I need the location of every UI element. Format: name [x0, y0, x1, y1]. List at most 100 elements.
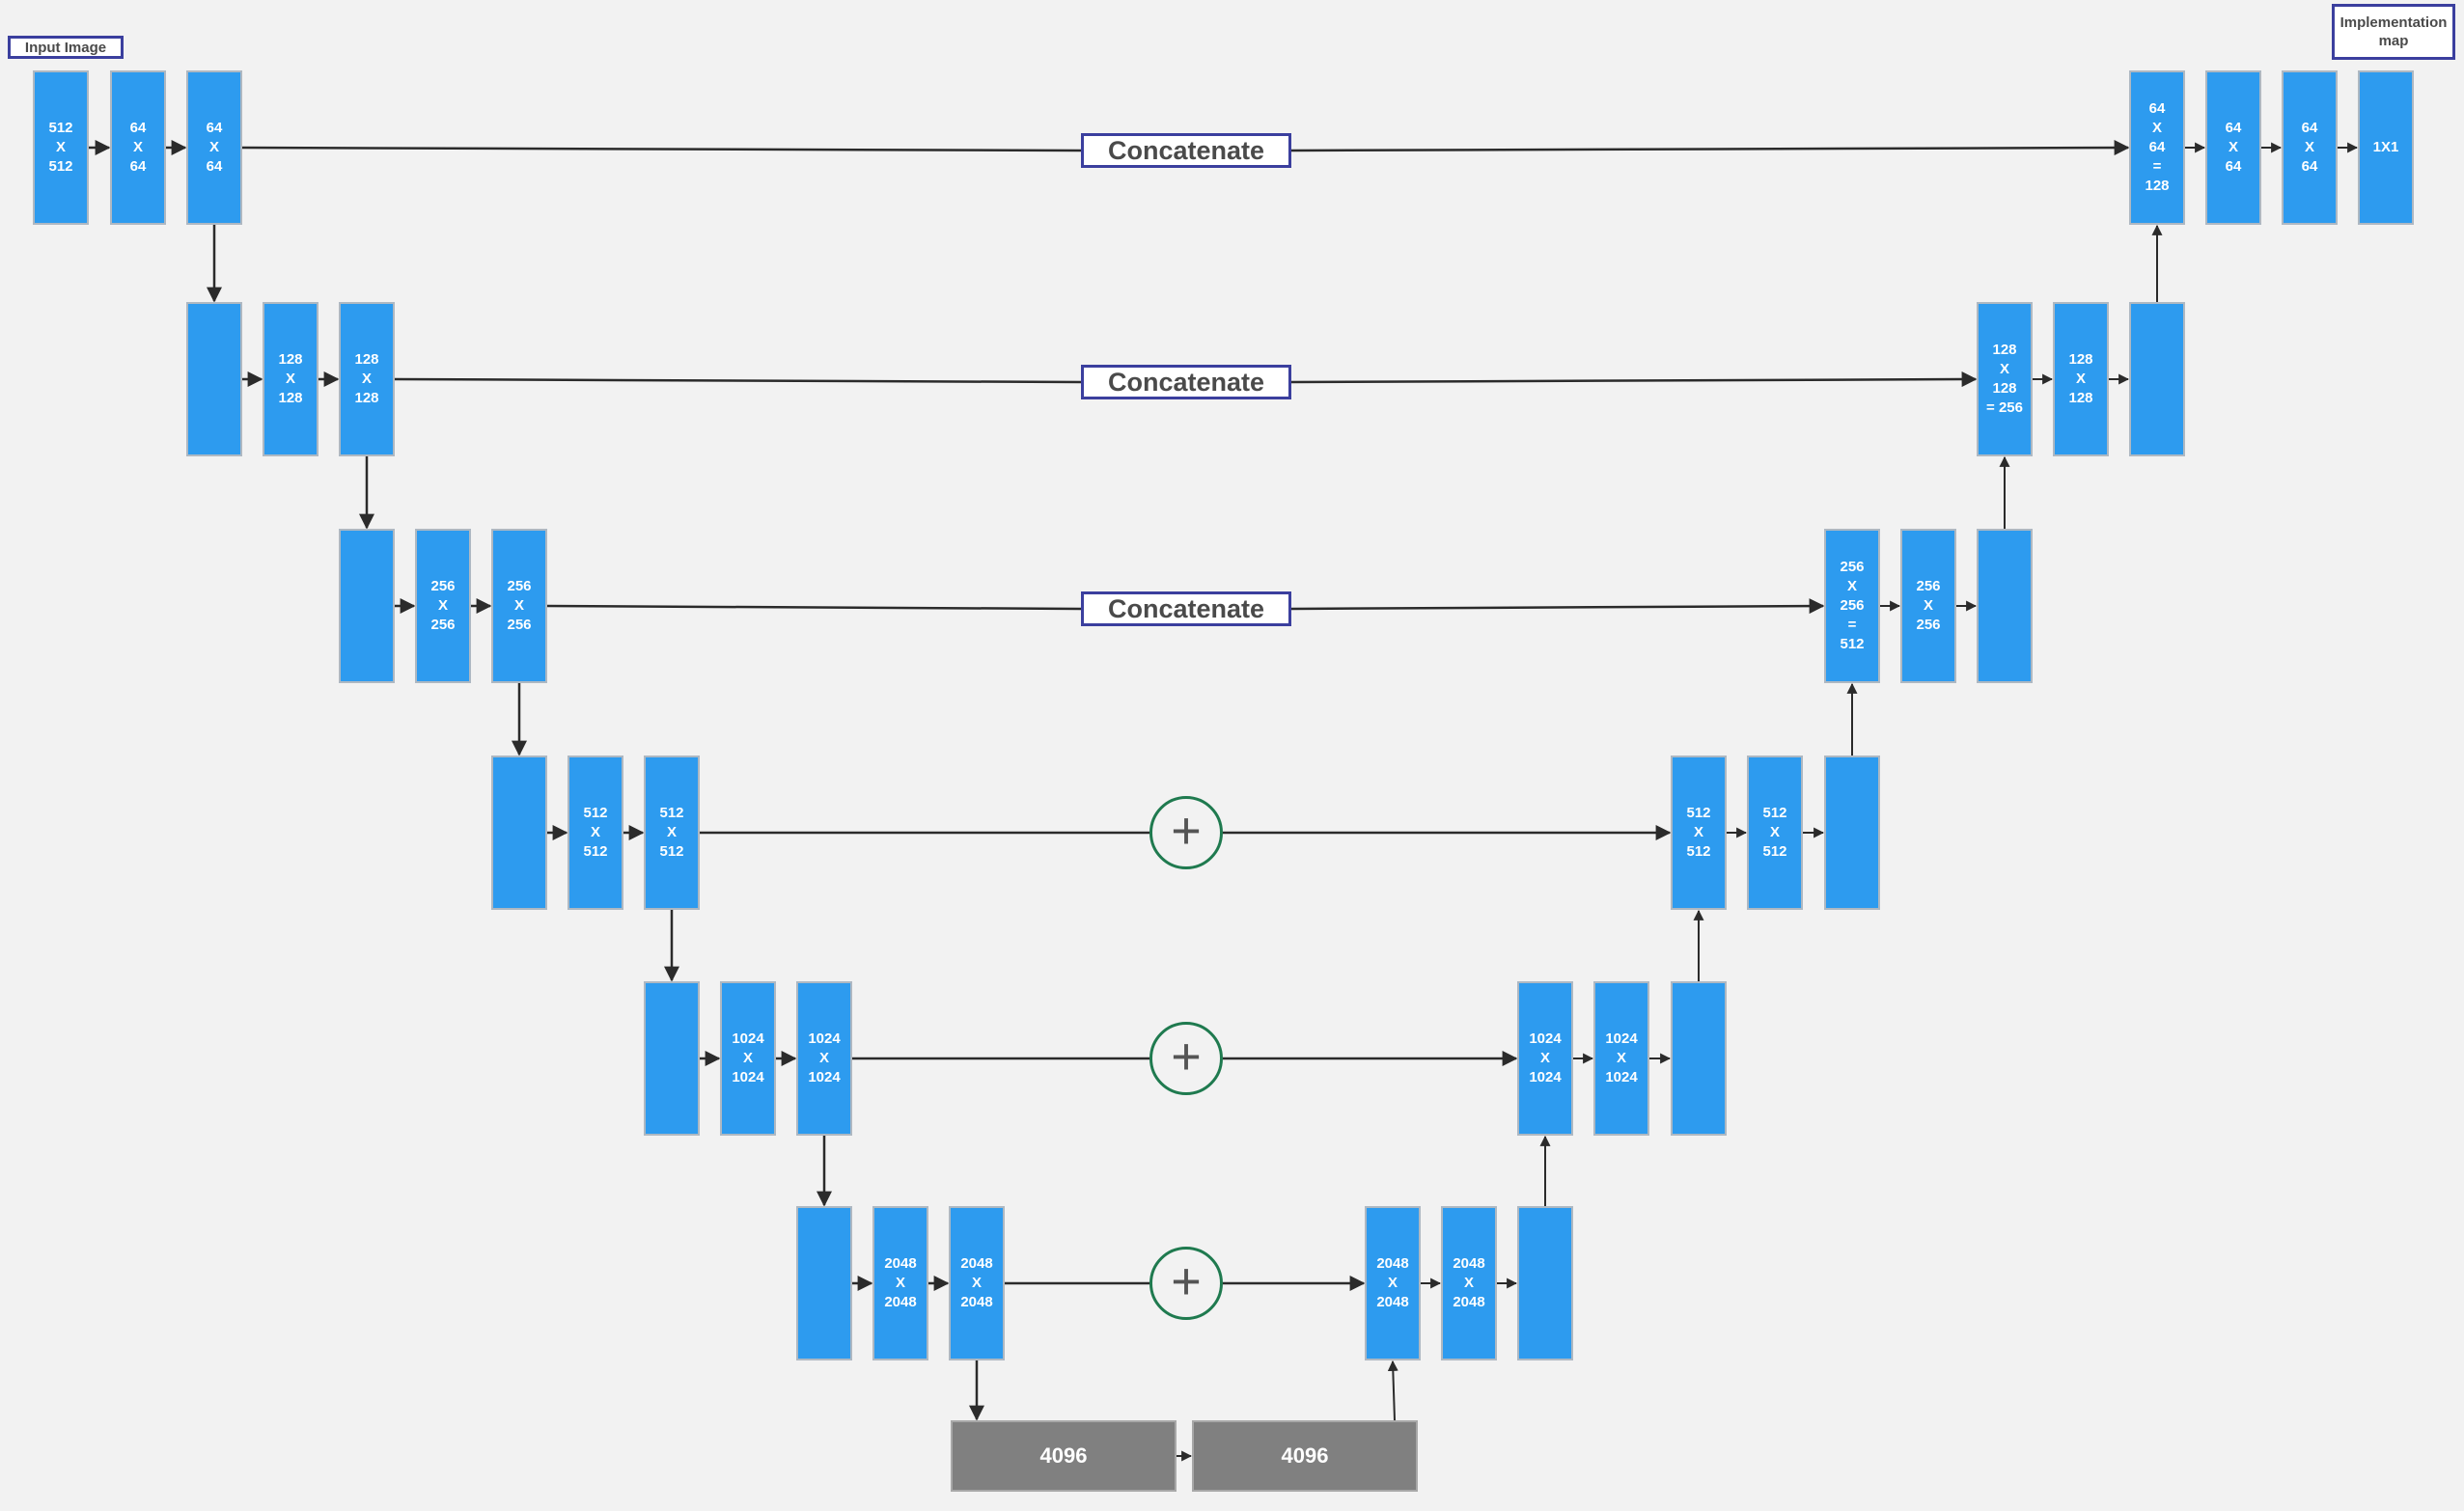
block-label-line: X — [1693, 824, 1703, 840]
block-label-line: 128 — [2145, 178, 2170, 194]
block-label-line: 512 — [48, 158, 73, 175]
block-label-line: X — [1539, 1050, 1550, 1066]
block-label-line: X — [1846, 578, 1857, 594]
block-label-line: = — [2152, 158, 2162, 175]
block-label-line: 256 — [430, 578, 456, 594]
block-label-line: X — [55, 139, 66, 155]
skip-arrow — [1290, 140, 2130, 156]
add-operator-icon: + — [1149, 1022, 1223, 1095]
block-label-line: 128 — [278, 390, 303, 406]
block-label-line: X — [590, 824, 600, 840]
decoder-block-3-3 — [1977, 529, 2033, 683]
block-label-line: 256 — [507, 617, 532, 633]
block-label-line: 256 — [507, 578, 532, 594]
block-label-line: X — [1769, 824, 1780, 840]
block-label-line: X — [1923, 597, 1933, 614]
block-label-line: 64 — [206, 120, 223, 136]
bottleneck-block-1: 4096 — [951, 1420, 1177, 1492]
block-label-line: 128 — [1992, 342, 2017, 358]
block-label-line: 512 — [1686, 805, 1711, 821]
block-label-line: X — [895, 1275, 905, 1291]
block-label-line: 1024 — [808, 1030, 841, 1047]
block-label-line: 64 — [2301, 120, 2318, 136]
block-label-line: 2048 — [960, 1294, 993, 1310]
add-operator-icon: + — [1149, 1247, 1223, 1320]
block-label-line: 512 — [1686, 843, 1711, 860]
block-label-line: 512 — [583, 805, 608, 821]
decoder-block-5-3 — [1671, 981, 1727, 1136]
block-label-line: 512 — [1762, 805, 1787, 821]
encoder-block-4-1 — [491, 756, 547, 910]
encoder-block-2-1 — [186, 302, 242, 456]
block-label-line: 2048 — [1376, 1255, 1409, 1272]
block-label-line: 128 — [1992, 380, 2017, 397]
block-label-line: 1024 — [1605, 1030, 1638, 1047]
block-label-line: X — [1387, 1275, 1398, 1291]
block-label-line: 512 — [1840, 636, 1865, 652]
block-label-line: X — [132, 139, 143, 155]
block-label-line: 128 — [2068, 390, 2093, 406]
decoder-block-4-3 — [1824, 756, 1880, 910]
block-label-line: 64 — [2225, 158, 2242, 175]
block-label-line: X — [361, 371, 372, 387]
block-label-line: X — [2151, 120, 2162, 136]
block-label-line: 2048 — [1376, 1294, 1409, 1310]
concatenate-label: Concatenate — [1081, 365, 1291, 399]
block-label-line: 2048 — [960, 1255, 993, 1272]
block-label-line: 2048 — [1453, 1294, 1485, 1310]
encoder-block-5-1 — [644, 981, 700, 1136]
block-label-line: 2048 — [884, 1255, 917, 1272]
block-label-line: X — [1616, 1050, 1626, 1066]
bottleneck-block-2: 4096 — [1192, 1420, 1418, 1492]
block-label-line: X — [437, 597, 448, 614]
concatenate-label: Concatenate — [1081, 591, 1291, 626]
block-label-line: X — [208, 139, 219, 155]
block-label-line: 256 — [1840, 597, 1865, 614]
concatenate-label: Concatenate — [1081, 133, 1291, 168]
block-label-line: 64 — [129, 120, 147, 136]
implementation-map-label: Implementation map — [2332, 4, 2455, 60]
decoder-block-2-3 — [2129, 302, 2185, 456]
block-label-line: 64 — [2301, 158, 2318, 175]
block-label-line: 1024 — [808, 1069, 841, 1085]
block-label-line: 64 — [2148, 139, 2166, 155]
block-label-line: 512 — [659, 805, 684, 821]
block-label-line: 64 — [2225, 120, 2242, 136]
encoder-block-6-1 — [796, 1206, 852, 1360]
block-label-line: 128 — [354, 351, 379, 368]
block-label-line: 1024 — [732, 1030, 764, 1047]
block-label-line: X — [971, 1275, 982, 1291]
plus-sign: + — [1171, 802, 1202, 860]
block-label-line: X — [818, 1050, 829, 1066]
skip-line — [546, 604, 1082, 611]
block-label-line: X — [742, 1050, 753, 1066]
block-label-line: 512 — [48, 120, 73, 136]
block-label-line: 128 — [2068, 351, 2093, 368]
block-label-line: 64 — [129, 158, 147, 175]
block-label-line: 1024 — [1529, 1030, 1562, 1047]
block-label-line: 512 — [1762, 843, 1787, 860]
block-label-line: 128 — [278, 351, 303, 368]
decoder-block-6-3 — [1517, 1206, 1573, 1360]
block-label-line: 64 — [2148, 100, 2166, 117]
encoder-block-3-1 — [339, 529, 395, 683]
block-label-line: = — [1847, 617, 1857, 633]
